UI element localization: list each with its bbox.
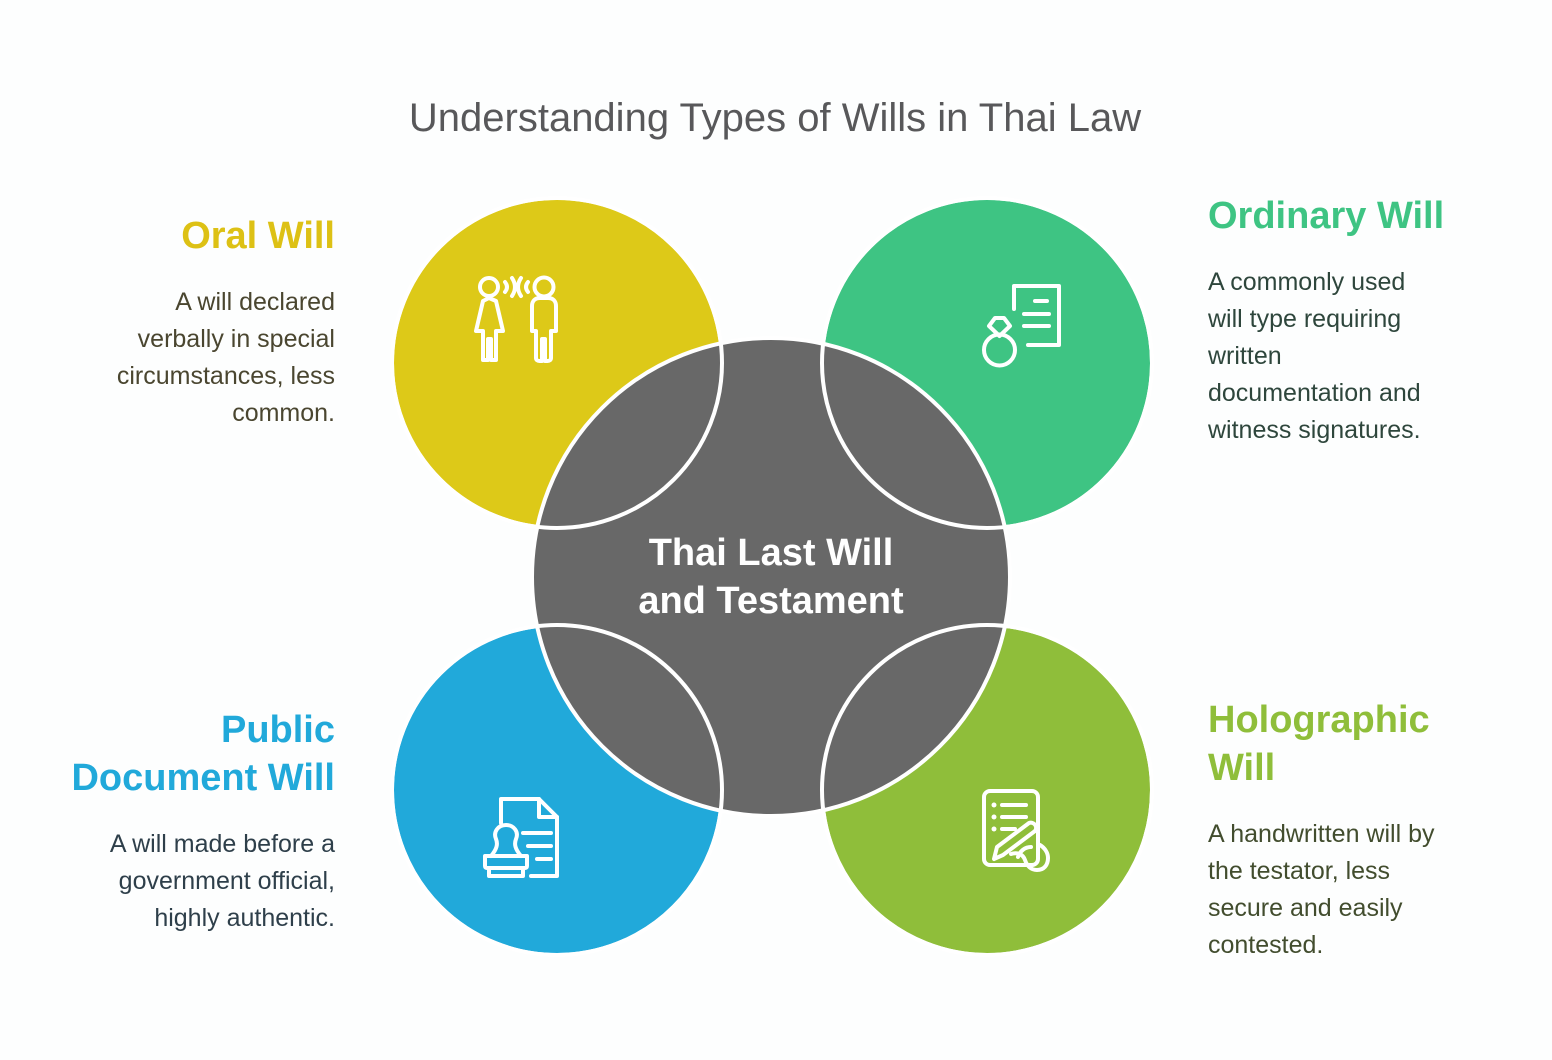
oral-will-description: A will declared verbally in special circ… — [116, 288, 335, 427]
ring-document-icon — [982, 284, 1061, 368]
holographic-will-heading: Holographic Will — [1208, 699, 1430, 789]
section-ordinary-will: Ordinary Will A commonly used will type … — [1208, 192, 1488, 449]
page-title: Understanding Types of Wills in Thai Law — [408, 96, 1142, 140]
document-pen-hand-icon — [982, 789, 1050, 872]
section-holographic-will: Holographic Will A handwritten will by t… — [1208, 696, 1508, 964]
public-document-will-heading: Public Document Will — [71, 709, 335, 799]
center-circle — [530, 336, 1012, 818]
ordinary-will-heading: Ordinary Will — [1208, 195, 1445, 237]
oral-will-heading: Oral Will — [181, 215, 335, 257]
overlap-outlines — [390, 196, 1154, 957]
section-oral-will: Oral Will A will declared verbally in sp… — [35, 212, 335, 432]
conversation-icon — [474, 275, 558, 363]
stamp-document-icon — [483, 797, 559, 878]
public-document-will-description: A will made before a government official… — [109, 830, 335, 932]
center-circle-label: Thai Last Will and Testament — [638, 532, 904, 622]
holographic-will-description: A handwritten will by the testator, less… — [1208, 820, 1435, 959]
ordinary-will-description: A commonly used will type requiring writ… — [1208, 268, 1421, 444]
section-public-document-will: Public Document Will A will made before … — [25, 706, 335, 937]
